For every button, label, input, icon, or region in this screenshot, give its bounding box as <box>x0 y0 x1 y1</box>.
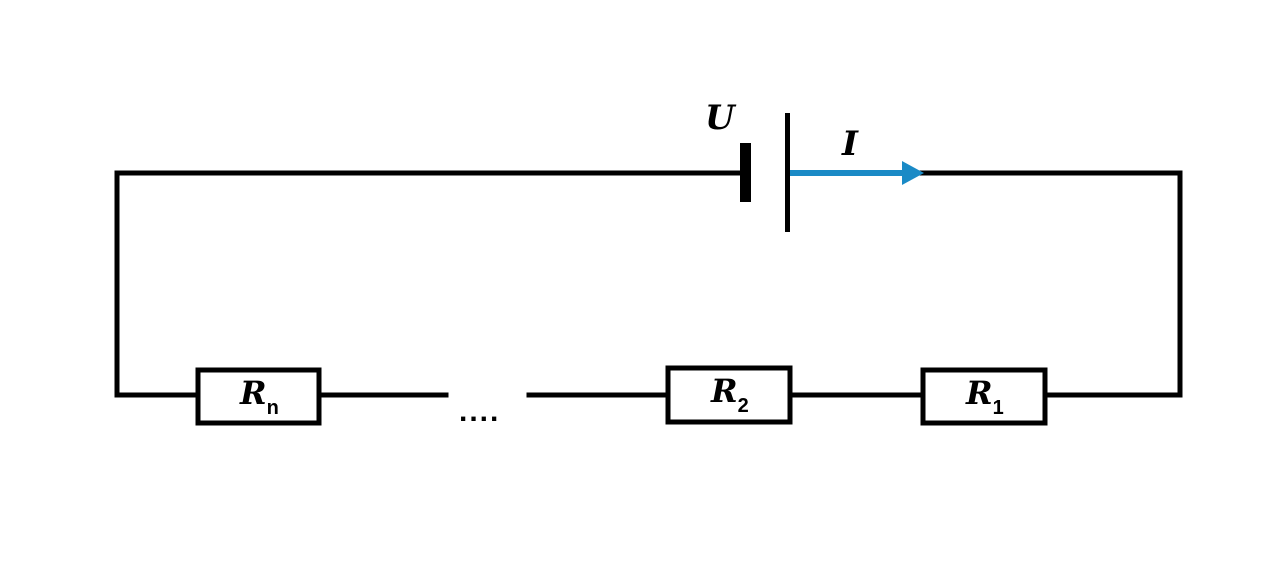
resistor-rn-box <box>195 367 322 426</box>
resistor-r2: R2 <box>665 365 793 425</box>
resistor-r1-box <box>920 367 1048 426</box>
resistor-r2-label: R2 <box>710 372 749 417</box>
resistor-rn: Rn <box>195 367 322 426</box>
resistor-rn-label: Rn <box>239 374 279 419</box>
voltage-label: U <box>705 98 737 138</box>
current-arrow-head <box>902 161 924 185</box>
resistor-r1-label: R1 <box>965 374 1004 419</box>
battery <box>740 113 790 232</box>
resistor-r2-box <box>665 365 793 425</box>
resistor-r1: R1 <box>920 367 1048 426</box>
battery-negative-plate <box>740 143 751 202</box>
ellipsis: .... <box>459 395 500 428</box>
current-label: I <box>841 124 859 164</box>
battery-positive-plate <box>785 113 790 232</box>
current-arrow <box>790 161 924 185</box>
circuit-wires <box>114 170 1183 398</box>
